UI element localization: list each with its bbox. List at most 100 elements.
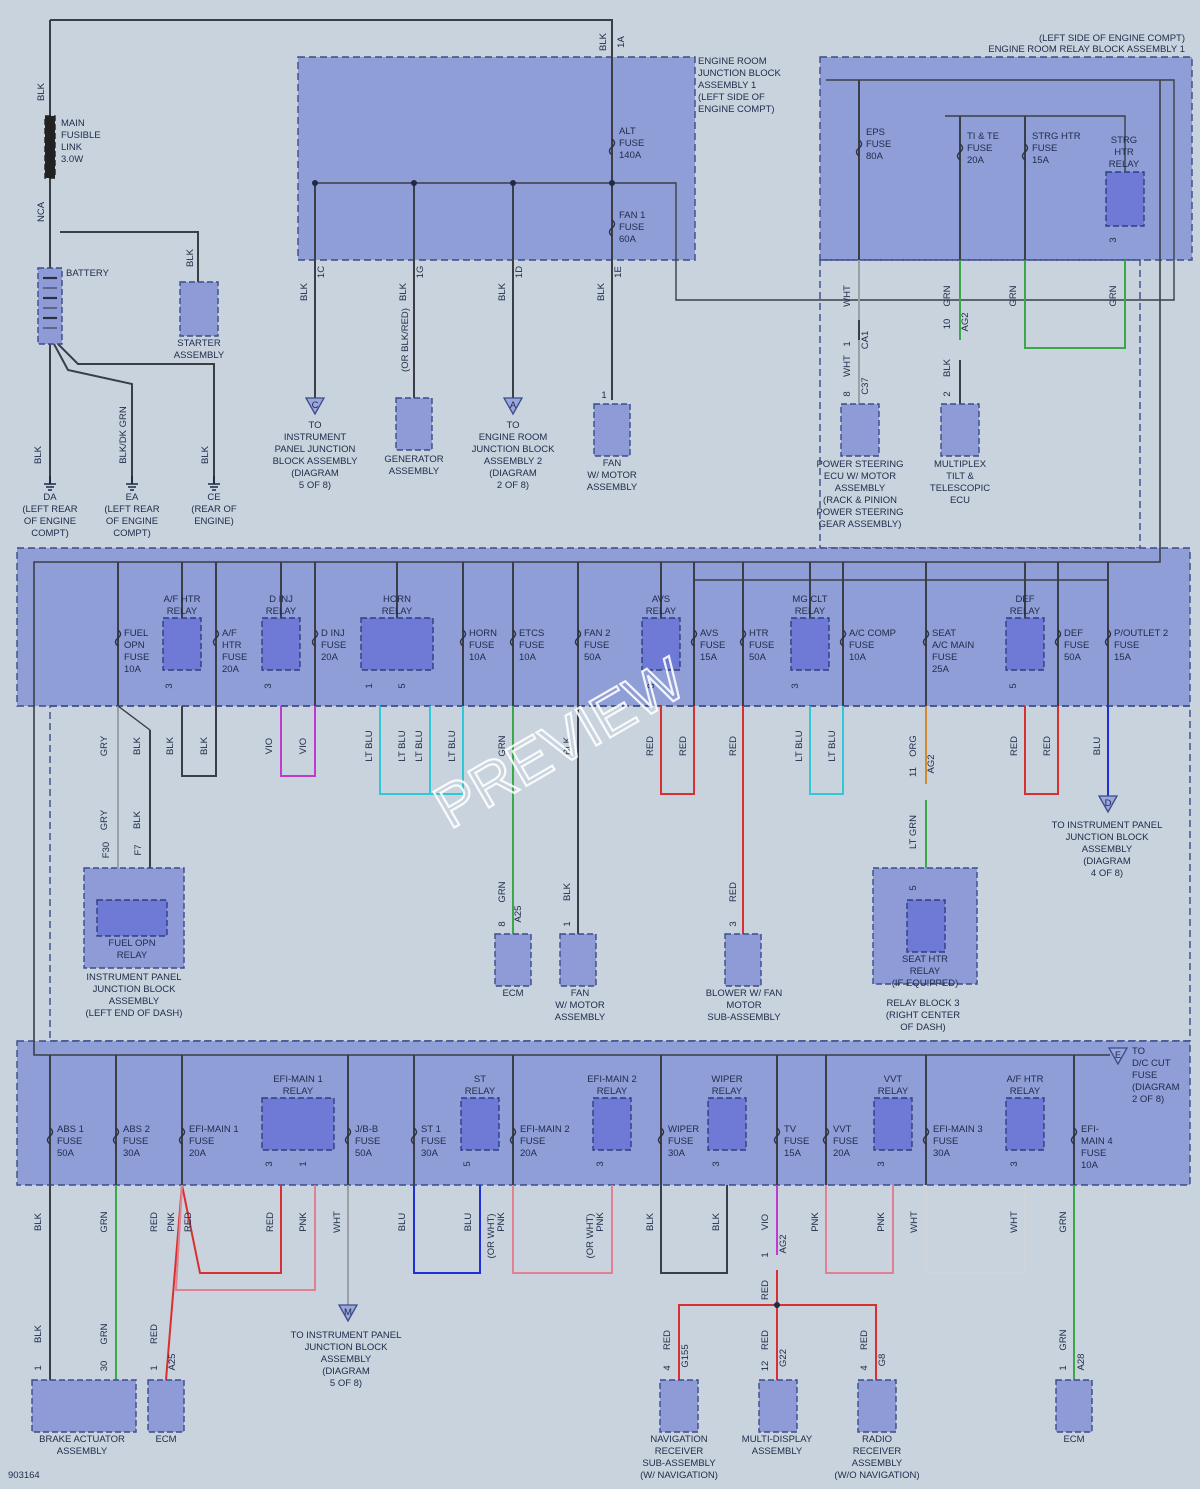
bottom-colored-wire — [181, 1184, 282, 1274]
fan-motor-label: ASSEMBLY — [587, 482, 638, 493]
bottom-fuse-label: FUSE — [668, 1136, 693, 1147]
bottom-wire-label: BLK — [711, 1212, 722, 1231]
middle-wire-label: LT BLU — [794, 730, 805, 761]
main-fusible-link-label: 3.0W — [61, 154, 83, 165]
middle-wire-label: LT BLU — [414, 730, 425, 761]
strg-htr-fuse — [1021, 143, 1029, 161]
or-blk-red-label: (OR BLK/RED) — [400, 308, 411, 372]
ref-a-text: (DIAGRAM — [489, 468, 537, 479]
middle-cross-wire — [117, 705, 151, 731]
strg-htr-relay-label: RELAY — [1109, 159, 1140, 170]
ground-desc: COMPT) — [31, 528, 68, 539]
jb-junction — [312, 180, 318, 186]
ground-desc: OF ENGINE — [24, 516, 76, 527]
bottom-fuse — [509, 1127, 517, 1145]
bottom-fuse — [178, 1127, 186, 1145]
fan-motor-label: W/ MOTOR — [587, 470, 637, 481]
middle-fuse-label: 15A — [1114, 652, 1132, 663]
main-fusible-link-label: MAIN — [61, 118, 85, 129]
ref-c-text: PANEL JUNCTION — [275, 444, 356, 455]
power-steering-label: ECU W/ MOTOR — [824, 471, 896, 482]
bottom-wire-label: GRN — [99, 1211, 110, 1232]
middle-fuse — [1104, 629, 1112, 647]
ref-e-text: (DIAGRAM — [1132, 1082, 1180, 1093]
relay-block3-label: RELAY BLOCK 3 — [886, 998, 959, 1009]
bottom-fuse-label: FUSE — [57, 1136, 82, 1147]
grn-lower: GRN — [99, 1323, 110, 1344]
strg-relay-pin: 3 — [1108, 237, 1119, 242]
eps-fuse — [855, 139, 863, 157]
brake-label: ASSEMBLY — [57, 1446, 108, 1457]
seat-htr-relay — [906, 899, 946, 953]
bottom-relay-pin: 3 — [595, 1161, 606, 1166]
middle-wire-label: RED — [1009, 736, 1020, 756]
main-fusible-link-label: FUSIBLE — [61, 130, 101, 141]
power-steering-label: POWER STEERING — [816, 507, 903, 518]
bottom-fuse-label: FUSE — [833, 1136, 858, 1147]
bottom-fuse — [344, 1127, 352, 1145]
middle-fuse-label: D INJ — [321, 628, 345, 639]
ref-m — [337, 1304, 359, 1323]
middle-wire-label: BLK — [199, 736, 210, 755]
middle-colored-wire — [181, 706, 217, 777]
a25-label-mid: A25 — [513, 906, 524, 923]
junction-block-title: JUNCTION BLOCK — [698, 68, 782, 79]
middle-fuse-label: FUSE — [1114, 640, 1139, 651]
middle-wire-label: GRY — [99, 735, 110, 756]
seat-pin-5: 5 — [908, 885, 919, 890]
bottom-fuse-label: WIPER — [668, 1124, 699, 1135]
power-steering-label: POWER STEERING — [816, 459, 903, 470]
ref-d-letter: D — [1105, 798, 1112, 809]
middle-pin: 3 — [263, 683, 274, 688]
jb-wire-label: BLK — [497, 282, 508, 301]
strg-htr-relay-label: HTR — [1114, 147, 1134, 158]
ref-c — [304, 397, 326, 416]
bottom-relay — [261, 1097, 335, 1151]
middle-colored-wire — [660, 706, 695, 795]
main-fusible-link-label: LINK — [61, 142, 83, 153]
ref-e-text: 2 OF 8) — [1132, 1094, 1164, 1105]
bottom-fuse-label: EFI-MAIN 1 — [189, 1124, 239, 1135]
jb-pin-label: 1E — [613, 266, 624, 278]
a25-bottom: A25 — [167, 1354, 178, 1371]
bottom-relay-label: RELAY — [465, 1086, 496, 1097]
middle-relay-label: RELAY — [167, 606, 198, 617]
ag2-pin-bottom: 1 — [760, 1252, 771, 1257]
bottom-wire-label: BLK — [645, 1212, 656, 1231]
alt-fuse — [608, 138, 616, 156]
g8-label: G8 — [877, 1354, 888, 1367]
power-steering-label: GEAR ASSEMBLY) — [819, 519, 902, 530]
bottom-relay-pin: 3 — [876, 1161, 887, 1166]
ground-ea-bars — [126, 483, 138, 491]
bottom-wire-label: PNK — [810, 1212, 821, 1232]
radio-receiver — [857, 1379, 897, 1433]
middle-relay — [360, 617, 434, 671]
middle-fuse-label: FUSE — [584, 640, 609, 651]
middle-fuse-label: 50A — [1064, 652, 1082, 663]
middle-colored-wire — [430, 706, 464, 795]
middle-fuse — [839, 629, 847, 647]
ca1-pin: 1 — [842, 341, 853, 346]
orange-pin-11: 11 — [908, 767, 919, 777]
bottom-wire-label: WHT — [1009, 1211, 1020, 1233]
bottom-wire-label: PNK — [496, 1212, 507, 1232]
ground-desc: ENGINE) — [194, 516, 234, 527]
middle-fuse-label: OPN — [124, 640, 145, 651]
middle-fuse-label: FUSE — [749, 640, 774, 651]
grn-label-1: GRN — [942, 285, 953, 306]
jb-wire-label: BLK — [596, 282, 607, 301]
f30-label: F30 — [101, 842, 112, 858]
bottom-fuse-label: 15A — [784, 1148, 802, 1159]
ref-m-text: JUNCTION BLOCK — [305, 1342, 389, 1353]
bottom-fuse — [1070, 1127, 1078, 1145]
wire-blk-dkgrn: BLK/DK GRN — [118, 406, 129, 464]
starter-assembly — [179, 281, 219, 337]
bottom-wire-label: RED — [265, 1212, 276, 1232]
navigation-label: (W/ NAVIGATION) — [640, 1470, 718, 1481]
jb-junction — [411, 180, 417, 186]
bottom-fuse-label: FUSE — [123, 1136, 148, 1147]
blk-label-fan: BLK — [562, 882, 573, 901]
ref-a-text: JUNCTION BLOCK — [472, 444, 556, 455]
pin-1a-label: 1A — [616, 36, 627, 48]
multiplex-label: MULTIPLEX — [934, 459, 987, 470]
